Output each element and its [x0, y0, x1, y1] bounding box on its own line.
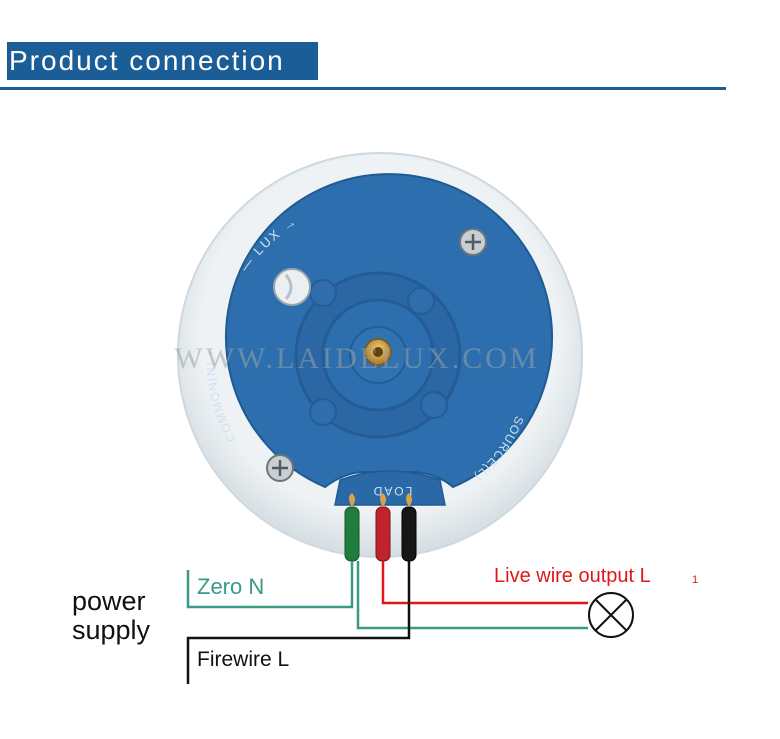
ring-bump — [407, 287, 435, 315]
black-lead — [401, 506, 417, 562]
header-divider — [0, 87, 726, 90]
green-lead — [344, 506, 360, 562]
ring-bump — [420, 391, 448, 419]
screw-icon — [266, 454, 294, 482]
photocell-sensor: — LUX → COMMON(N) + SOURCE(L) LOAD WWW.L… — [174, 152, 583, 558]
wiring-lines — [186, 561, 588, 684]
load-label: LOAD — [372, 484, 413, 498]
watermark: WWW.LAIDELUX.COM — [174, 342, 539, 375]
live-wire-marker: 1 — [692, 574, 699, 586]
power-supply-label-line1: power — [72, 586, 146, 616]
header-box — [7, 42, 318, 80]
load-tab — [334, 470, 446, 506]
live-wire — [381, 561, 588, 605]
screw-icon — [459, 228, 487, 256]
brass-stud-icon — [364, 338, 392, 366]
red-lead — [375, 506, 391, 562]
zero-wire-1 — [186, 561, 354, 609]
zero-wire-2 — [356, 561, 588, 630]
ring-bump — [309, 398, 337, 426]
zero-n-label: Zero N — [197, 574, 265, 599]
fire-wire — [186, 561, 411, 684]
live-wire-output-label: Live wire output L — [494, 565, 651, 587]
page-title: Product connection — [9, 45, 285, 76]
power-supply-label-line2: supply — [72, 615, 151, 645]
light-sensor-window-icon — [273, 268, 311, 306]
lamp-cross-icon — [588, 592, 634, 638]
ring-bump — [309, 279, 337, 307]
firewire-l-label: Firewire L — [197, 648, 290, 671]
